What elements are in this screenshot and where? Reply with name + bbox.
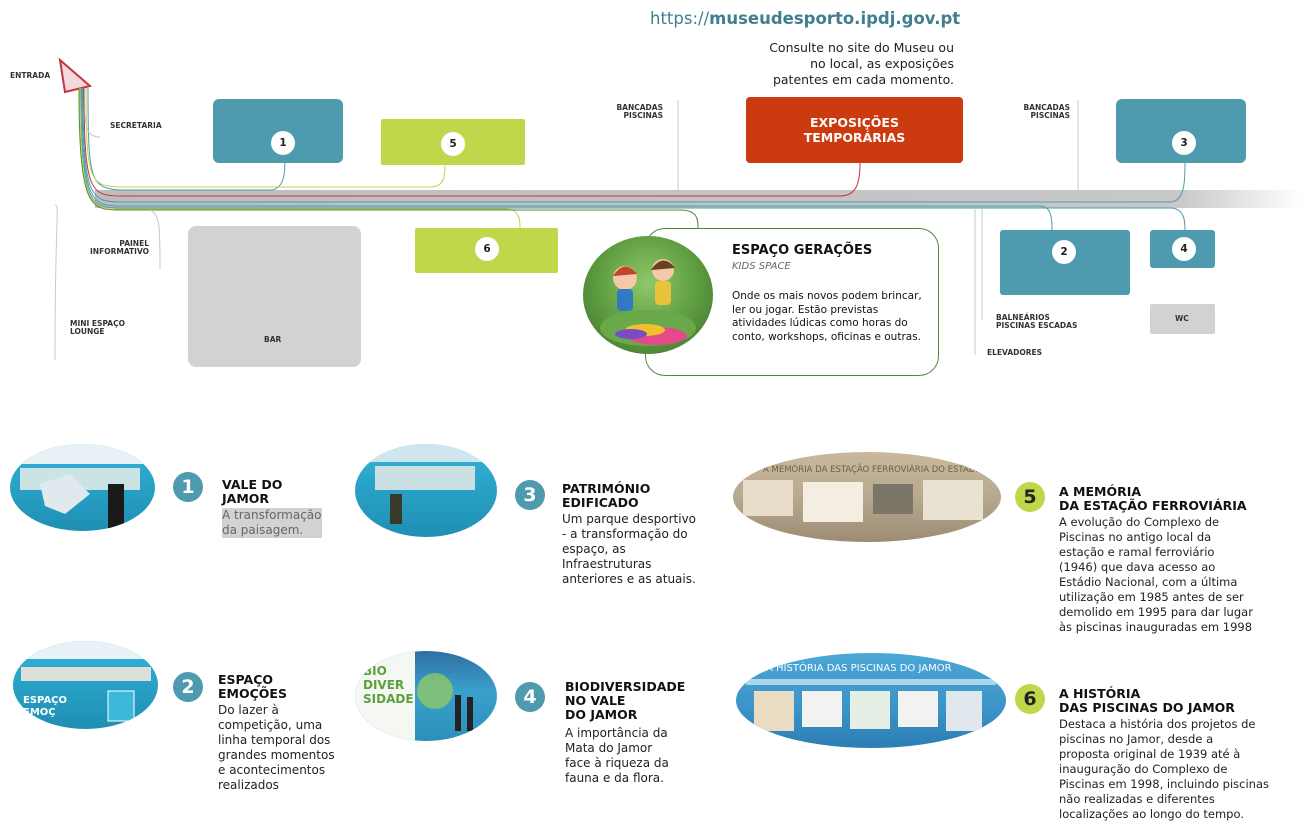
room-1-number: 1 — [271, 131, 295, 155]
emotions-wall-text: ESPAÇO — [23, 695, 67, 706]
photo-patrimonio — [355, 444, 497, 537]
legend-number-1: 1 — [173, 472, 203, 502]
legend-desc-2: Do lazer à competição, uma linha tempora… — [218, 703, 335, 792]
legend-title-6: A HISTÓRIA DAS PISCINAS DO JAMOR — [1059, 686, 1235, 715]
kids-space-title: ESPAÇO GERAÇÕES — [732, 243, 873, 258]
label-secretaria: SECRETARIA — [110, 121, 162, 130]
station-banner-text: A MEMÓRIA DA ESTAÇÃO FERROVIÁRIA DO ESTÁ… — [763, 463, 1001, 475]
legend-number-5: 5 — [1015, 482, 1045, 512]
legend-number-6: 6 — [1015, 684, 1045, 714]
legend-desc-3: Um parque desportivo - a transformação d… — [562, 512, 697, 586]
svg-text:BIO: BIO — [363, 664, 387, 678]
label-mini-lounge: MINI ESPAÇO LOUNGE — [70, 319, 125, 336]
room-6-number: 6 — [475, 237, 499, 261]
legend-desc-4: A importância da Mata do Jamor face à ri… — [565, 726, 669, 785]
kids-illustration — [583, 236, 713, 354]
legend-desc-1: A transformação da paisagem. — [222, 508, 322, 538]
legend-title-2: ESPAÇO EMOÇÕES — [218, 672, 287, 701]
legend-title-4: BIODIVERSIDADE NO VALE DO JAMOR — [565, 679, 686, 722]
photo-biodiversidade: BIO DIVER SIDADE — [355, 651, 497, 741]
consult-note: Consulte no site do Museu ou no local, a… — [769, 40, 954, 87]
corridor — [95, 190, 1301, 208]
label-elevadores: ELEVADORES — [987, 348, 1043, 357]
label-painel-informativo: PAINEL INFORMATIVO — [90, 239, 149, 256]
legend-title-5: A MEMÓRIA DA ESTAÇÃO FERROVIÁRIA — [1059, 484, 1247, 513]
legend-number-3: 3 — [515, 480, 545, 510]
legend-number-4: 4 — [515, 682, 545, 712]
photo-estacao-ferroviaria: A MEMÓRIA DA ESTAÇÃO FERROVIÁRIA DO ESTÁ… — [733, 452, 1001, 542]
room-wc[interactable]: WC — [1150, 304, 1215, 334]
photo-historia-piscinas: A HISTÓRIA DAS PISCINAS DO JAMOR — [736, 653, 1006, 748]
photo-espaco-emocoes: ESPAÇO EMOÇ — [13, 641, 158, 729]
svg-text:EMOÇ: EMOÇ — [23, 707, 56, 718]
room-4-number: 4 — [1172, 237, 1196, 261]
kids-space-description: Onde os mais novos podem brincar, ler ou… — [732, 290, 922, 343]
legend-number-2: 2 — [173, 672, 203, 702]
svg-text:DIVER: DIVER — [363, 678, 404, 692]
room-5-number: 5 — [441, 132, 465, 156]
entrance-marker — [58, 57, 93, 94]
svg-text:SIDADE: SIDADE — [363, 692, 414, 706]
kids-space-subtitle: KIDS SPACE — [732, 261, 791, 272]
room-1[interactable]: 1 — [213, 99, 343, 163]
room-3[interactable]: 3 — [1116, 99, 1246, 163]
svg-text:ESPAÇO: ESPAÇO — [23, 695, 67, 706]
room-4[interactable]: 4 — [1150, 230, 1215, 268]
room-2[interactable]: 2 — [1000, 230, 1130, 295]
room-3-number: 3 — [1172, 131, 1196, 155]
legend-title-3: PATRIMÓNIO EDIFICADO — [562, 481, 651, 510]
legend-title-1: VALE DO JAMOR — [222, 477, 283, 506]
bar-label: BAR — [264, 335, 282, 344]
label-entrada: ENTRADA — [10, 71, 51, 80]
label-bancadas-right: BANCADAS PISCINAS — [1023, 103, 1070, 120]
museum-url[interactable]: https://museudesporto.ipdj.gov.pt — [650, 9, 961, 28]
wc-label: WC — [1175, 314, 1189, 323]
room-bar[interactable]: BAR — [188, 226, 361, 367]
room-temporary-exhibitions[interactable]: EXPOSIÇÕES TEMPORÁRIAS — [746, 97, 963, 163]
photo-vale-jamor — [10, 444, 155, 531]
room-6[interactable]: 6 — [415, 228, 558, 273]
room-2-number: 2 — [1052, 240, 1076, 264]
legend-desc-5: A evolução do Complexo de Piscinas no an… — [1059, 515, 1253, 634]
label-bancadas-left: BANCADAS PISCINAS — [616, 103, 663, 120]
label-balnearios: BALNEÁRIOS PISCINAS ESCADAS — [996, 313, 1078, 330]
room-5[interactable]: 5 — [381, 119, 525, 165]
legend-desc-6: Destaca a história dos projetos de pisci… — [1059, 717, 1269, 821]
history-banner-text: A HISTÓRIA DAS PISCINAS DO JAMOR — [766, 661, 952, 674]
